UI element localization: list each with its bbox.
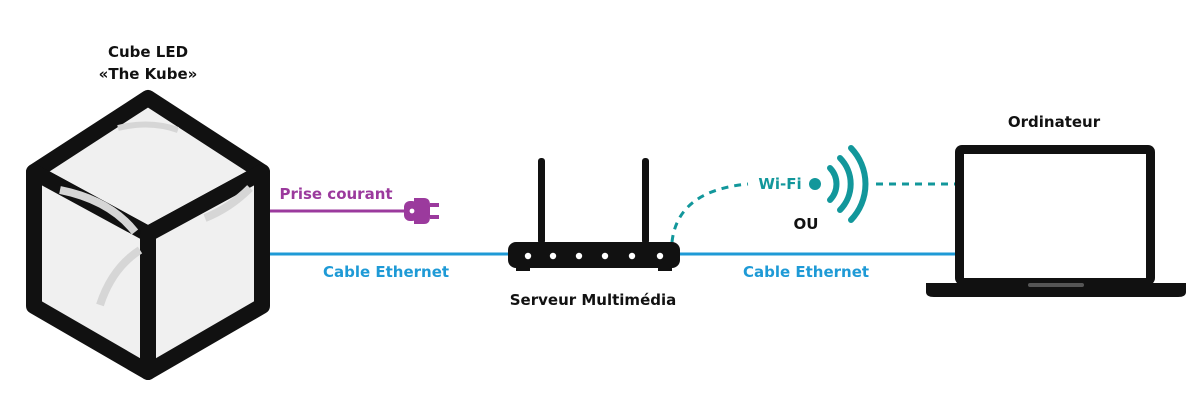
wifi-label: Wi-Fi (758, 175, 802, 193)
power-plug-icon (404, 198, 439, 224)
computer-label: Ordinateur (1007, 113, 1101, 131)
power-label: Prise courant (279, 185, 393, 203)
wifi-link-router (670, 182, 749, 243)
laptop-icon (926, 145, 1186, 297)
or-label: OU (793, 215, 819, 233)
router-icon (508, 158, 680, 271)
wifi-signal-icon (809, 145, 869, 223)
ethernet-right-label: Cable Ethernet (742, 263, 870, 281)
ethernet-left-label: Cable Ethernet (322, 263, 450, 281)
cube-title-line2: «The Kube» (98, 65, 198, 83)
router-label: Serveur Multimédia (509, 291, 677, 309)
cube-title-line1: Cube LED (107, 43, 189, 61)
led-cube-icon (26, 90, 270, 380)
